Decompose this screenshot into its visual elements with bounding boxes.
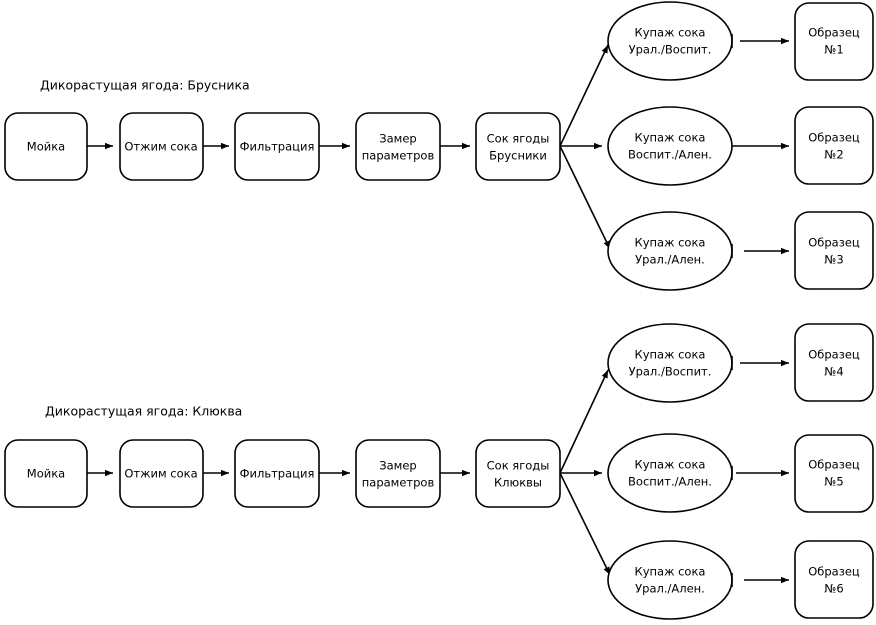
node-label-line1: Образец	[808, 348, 860, 362]
node-label-line2: №5	[824, 475, 843, 489]
node-box	[475, 439, 561, 508]
node-label-line1: Образец	[808, 131, 860, 145]
node-label-line2: №1	[824, 43, 843, 57]
group-label-klyukva: Дикорастущая ягода: Клюква	[45, 404, 242, 419]
node-label-line1: Купаж сока	[635, 565, 706, 579]
node-label-line1: Образец	[808, 26, 860, 40]
edge-juice-to-blend-6	[559, 472, 611, 576]
node-label-line2: №4	[824, 365, 843, 379]
node-box	[794, 106, 874, 185]
node-label: Отжим сока	[124, 467, 197, 481]
node-label-line1: Образец	[808, 236, 860, 250]
node-box	[794, 2, 874, 81]
node-label-line2: Урал./Ален.	[635, 253, 705, 267]
node-ellipse	[607, 211, 733, 291]
sample-node-sample-1: Образец №1	[794, 2, 874, 81]
edge-juice-to-blend-4	[559, 369, 609, 474]
process-node-wash-1: Мойка	[4, 112, 88, 181]
blend-node-blend-4: Купаж сока Урал./Воспит.	[607, 323, 733, 403]
blend-node-blend-3: Купаж сока Урал./Ален.	[607, 211, 733, 291]
node-label-line2: Урал./Ален.	[635, 582, 705, 596]
node-label-line2: параметров	[362, 476, 435, 490]
node-box	[355, 112, 441, 181]
node-ellipse	[607, 433, 733, 513]
process-node-press-1: Отжим сока	[119, 112, 204, 181]
node-box	[475, 112, 561, 181]
node-label-line2: Урал./Воспит.	[629, 365, 712, 379]
process-node-juice-2: Сок ягоды Клюквы	[475, 439, 561, 508]
node-box	[794, 434, 874, 513]
node-label-line2: Клюквы	[494, 476, 542, 490]
node-box	[355, 439, 441, 508]
process-node-filter-1: Фильтрация	[234, 112, 320, 181]
sample-node-sample-4: Образец №4	[794, 323, 874, 402]
node-box	[794, 540, 874, 619]
process-node-filter-2: Фильтрация	[234, 439, 320, 508]
node-label-line2: №2	[824, 148, 843, 162]
node-label-line1: Образец	[808, 565, 860, 579]
sample-node-sample-6: Образец №6	[794, 540, 874, 619]
node-box	[794, 323, 874, 402]
node-ellipse	[607, 540, 733, 620]
node-label-line1: Купаж сока	[635, 236, 706, 250]
sample-node-sample-3: Образец №3	[794, 211, 874, 290]
node-label-line1: Сок ягоды	[487, 132, 550, 146]
blend-node-blend-2: Купаж сока Воспит./Ален.	[607, 106, 733, 186]
node-label-line2: параметров	[362, 149, 435, 163]
node-label: Мойка	[27, 140, 65, 154]
edge-juice-to-blend-3	[559, 145, 611, 250]
node-label-line2: Урал./Воспит.	[629, 43, 712, 57]
node-label: Отжим сока	[124, 140, 197, 154]
node-label-line2: Воспит./Ален.	[628, 475, 712, 489]
node-label-line1: Купаж сока	[635, 348, 706, 362]
node-ellipse	[607, 106, 733, 186]
blend-node-blend-5: Купаж сока Воспит./Ален.	[607, 433, 733, 513]
node-ellipse	[607, 1, 733, 81]
node-box	[794, 211, 874, 290]
edge-juice-to-blend-1	[559, 44, 609, 147]
process-node-wash-2: Мойка	[4, 439, 88, 508]
sample-node-sample-2: Образец №2	[794, 106, 874, 185]
node-label-line1: Сок ягоды	[487, 459, 550, 473]
node-label-line1: Купаж сока	[635, 26, 706, 40]
blend-node-blend-1: Купаж сока Урал./Воспит.	[607, 1, 733, 81]
sample-node-sample-5: Образец №5	[794, 434, 874, 513]
node-label-line1: Купаж сока	[635, 458, 706, 472]
node-label-line1: Купаж сока	[635, 131, 706, 145]
group-label-brusnika: Дикорастущая ягода: Брусника	[40, 78, 250, 93]
process-node-measure-1: Замер параметров	[355, 112, 441, 181]
process-node-juice-1: Сок ягоды Брусники	[475, 112, 561, 181]
node-label-line2: Воспит./Ален.	[628, 148, 712, 162]
node-label-line1: Замер	[379, 132, 416, 146]
blend-node-blend-6: Купаж сока Урал./Ален.	[607, 540, 733, 620]
node-label: Фильтрация	[240, 467, 315, 481]
node-label-line2: Брусники	[489, 149, 547, 163]
node-label-line2: №3	[824, 253, 843, 267]
node-label-line1: Образец	[808, 458, 860, 472]
node-ellipse	[607, 323, 733, 403]
process-node-press-2: Отжим сока	[119, 439, 204, 508]
node-label: Мойка	[27, 467, 65, 481]
node-label-line2: №6	[824, 582, 843, 596]
process-node-measure-2: Замер параметров	[355, 439, 441, 508]
node-label: Фильтрация	[240, 140, 315, 154]
node-label-line1: Замер	[379, 459, 416, 473]
